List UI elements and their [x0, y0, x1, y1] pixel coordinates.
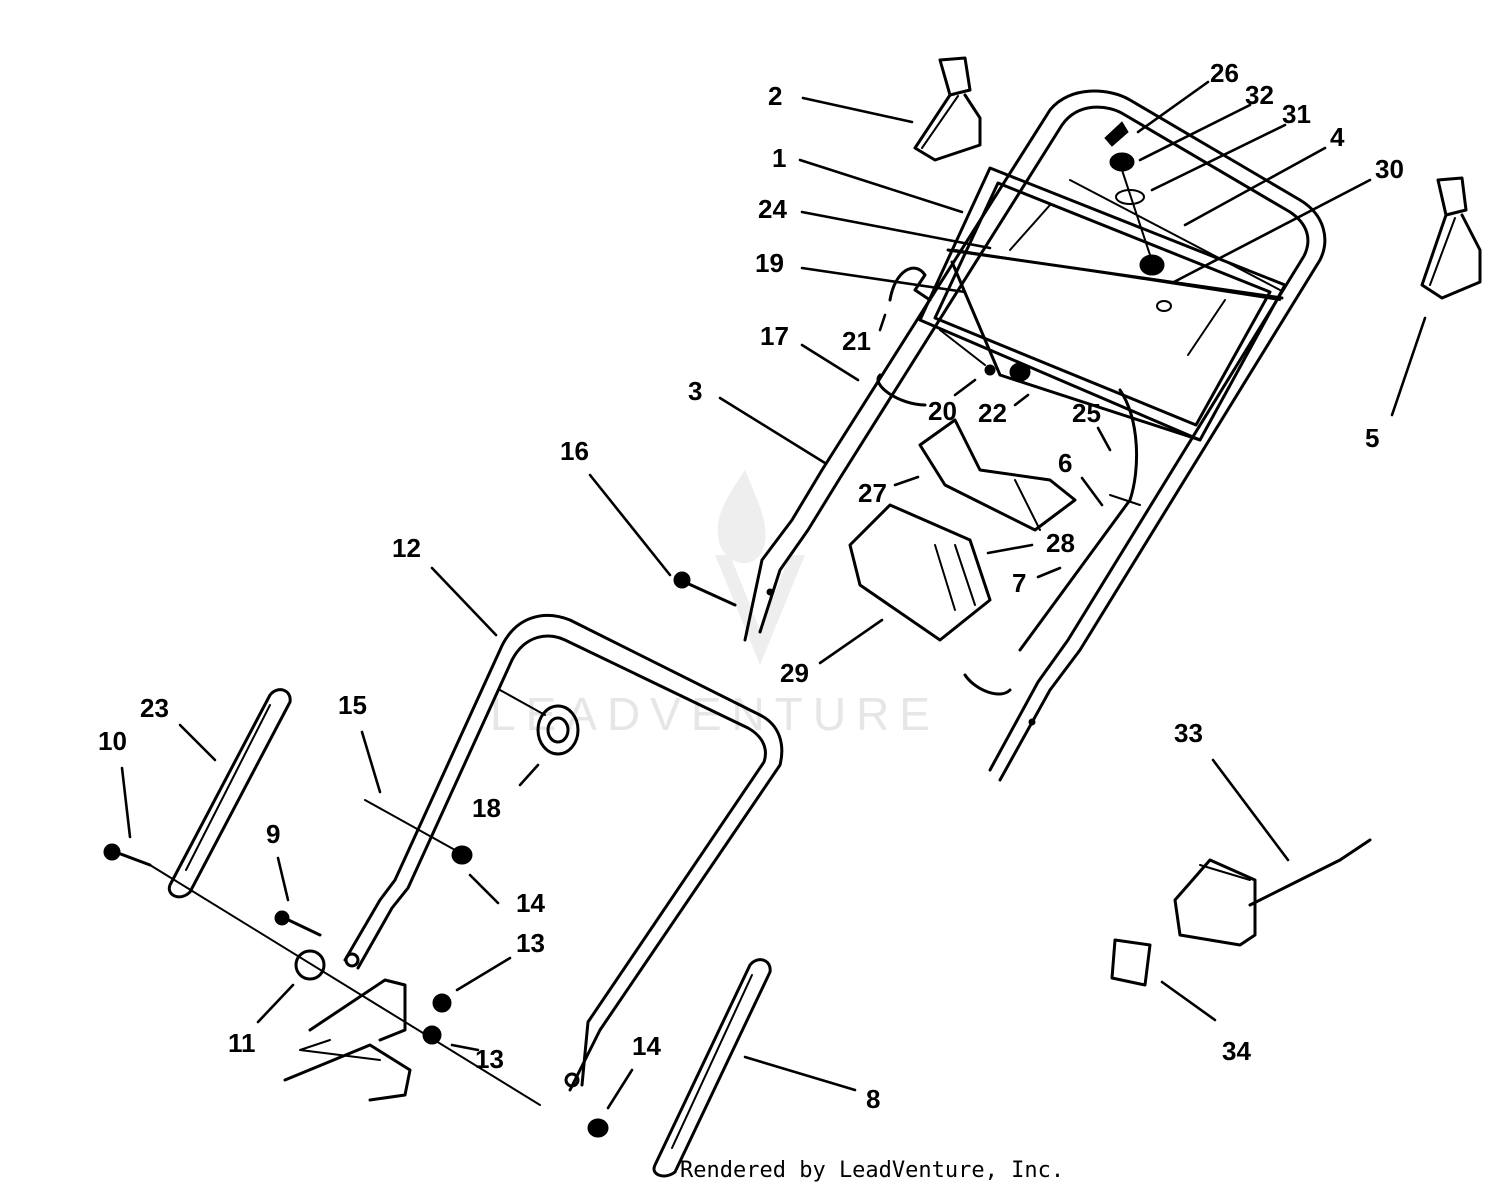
- watermark: LEADVENTURE: [490, 470, 940, 740]
- callout-3: 3: [688, 376, 702, 406]
- render-credit: Rendered by LeadVenture, Inc.: [680, 1158, 1064, 1183]
- callout-26: 26: [1210, 58, 1239, 88]
- callout-15: 15: [338, 690, 367, 720]
- callout-25: 25: [1072, 398, 1101, 428]
- callout-6: 6: [1058, 448, 1072, 478]
- callout-17: 17: [760, 321, 789, 351]
- callout-29: 29: [780, 658, 809, 688]
- callouts: 2 1 24 19 26 32 31 4 30 5 21 17 3 20 22 …: [98, 58, 1404, 1114]
- callout-33: 33: [1174, 718, 1203, 748]
- callout-22: 22: [978, 398, 1007, 428]
- callout-31: 31: [1282, 99, 1311, 129]
- hour-meter: [1110, 838, 1372, 987]
- leader-lines: [120, 80, 1427, 1110]
- fasteners: [103, 571, 737, 1138]
- battery-tray: [918, 418, 1077, 532]
- callout-27: 27: [858, 478, 887, 508]
- callout-14a: 14: [516, 888, 545, 918]
- lower-handle: [343, 613, 784, 1092]
- callout-14b: 14: [632, 1031, 661, 1061]
- callout-16: 16: [560, 436, 589, 466]
- lever-right: [1420, 176, 1482, 300]
- callout-32: 32: [1245, 80, 1274, 110]
- callout-21: 21: [842, 326, 871, 356]
- callout-20: 20: [928, 396, 957, 426]
- cable: [963, 388, 1141, 696]
- callout-23: 23: [140, 693, 169, 723]
- callout-24: 24: [758, 194, 787, 224]
- callout-10: 10: [98, 726, 127, 756]
- small-hardware: [876, 266, 1031, 407]
- callout-11: 11: [228, 1028, 256, 1058]
- watermark-text: LEADVENTURE: [490, 688, 940, 740]
- callout-34: 34: [1222, 1036, 1251, 1066]
- callout-4: 4: [1330, 122, 1345, 152]
- callout-1: 1: [772, 143, 786, 173]
- callout-18: 18: [472, 793, 501, 823]
- callout-2: 2: [768, 81, 782, 111]
- callout-13b: 13: [475, 1044, 504, 1074]
- bracket-left: [167, 688, 292, 899]
- bracket-right: [652, 958, 772, 1178]
- knob: [499, 689, 580, 756]
- control-panel: [918, 166, 1287, 442]
- callout-30: 30: [1375, 154, 1404, 184]
- callout-5: 5: [1365, 423, 1379, 453]
- callout-12: 12: [392, 533, 421, 563]
- callout-7: 7: [1012, 568, 1026, 598]
- callout-19: 19: [755, 248, 784, 278]
- key-switch: [1104, 121, 1172, 312]
- callout-28: 28: [1046, 528, 1075, 558]
- battery: [848, 503, 992, 642]
- lever-left: [913, 56, 982, 162]
- upper-handle: [743, 89, 1327, 782]
- callout-13a: 13: [516, 928, 545, 958]
- callout-9: 9: [266, 819, 280, 849]
- callout-8: 8: [866, 1084, 880, 1114]
- deck-mount: [283, 978, 412, 1102]
